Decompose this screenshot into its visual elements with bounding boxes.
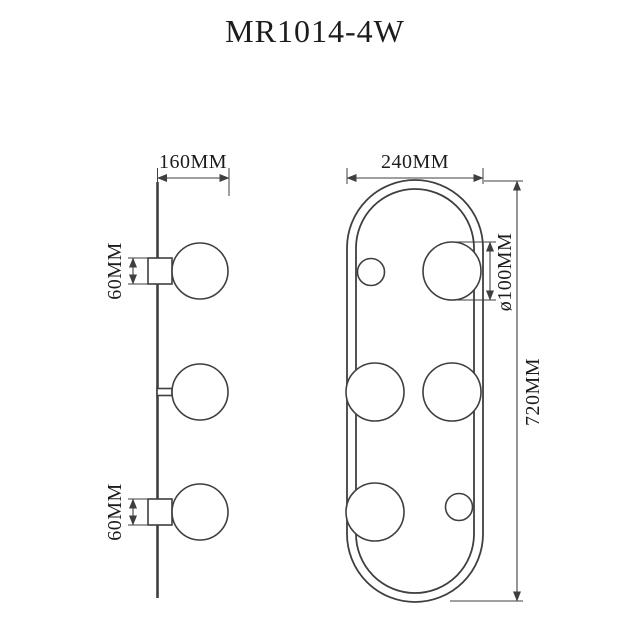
bottom-stem-dimension-label: 60MM [104, 483, 126, 541]
page-title: MR1014-4W [225, 13, 405, 49]
front-width-dimension-label: 240MM [381, 151, 449, 173]
middle-stem [156, 387, 173, 397]
globe-top-right-front-view [422, 241, 482, 301]
globe-diameter-dimension-label: ø100MM [494, 233, 516, 312]
globe-bottom-side-view [171, 483, 229, 541]
globe-middle-left-front-view [345, 362, 405, 422]
top-stem-dimension-label: 60MM [104, 242, 126, 300]
bottom-stem-bracket [147, 498, 173, 526]
left-width-dimension-label: 160MM [159, 151, 227, 173]
top-stem-bracket [147, 257, 173, 285]
globe-middle-side-view [171, 363, 229, 421]
globe-bottom-left-front-view [345, 482, 405, 542]
socket-top-left-front-view [356, 257, 386, 287]
socket-bottom-right-front-view [444, 492, 474, 522]
globe-middle-right-front-view [422, 362, 482, 422]
front-view: 240MM ø100MM 720MM [345, 151, 544, 603]
side-view: 160MM 60MM 60MM [104, 151, 230, 598]
front-height-dimension-label: 720MM [522, 358, 544, 426]
globe-top-side-view [171, 242, 229, 300]
